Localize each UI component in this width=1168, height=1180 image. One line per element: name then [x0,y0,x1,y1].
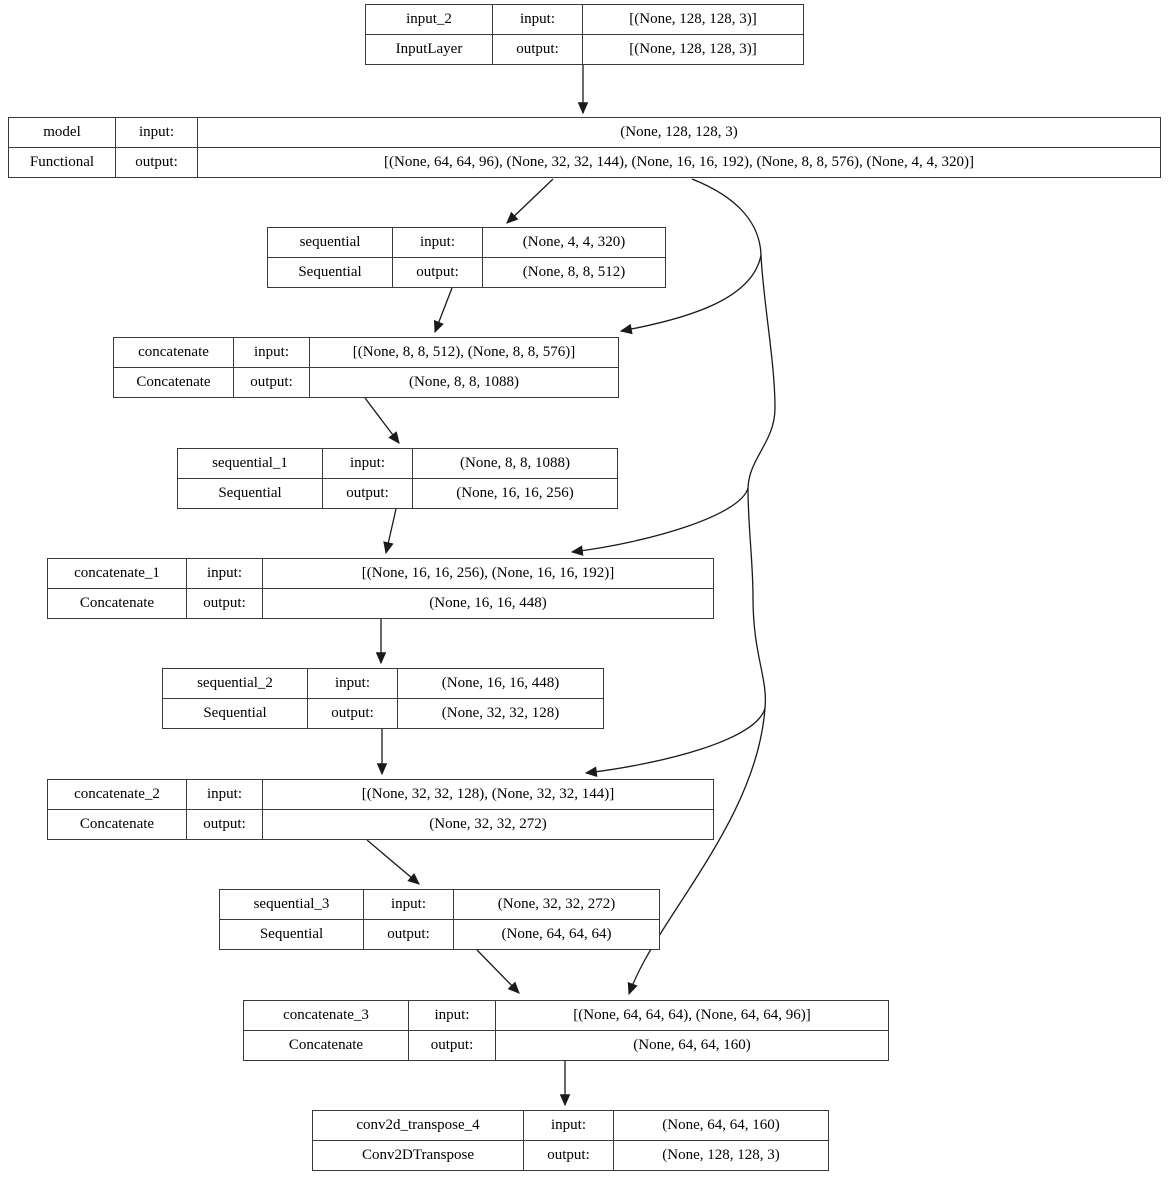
layer-class: Sequential [177,478,323,509]
node-sequential_2: sequential_2 input: (None, 16, 16, 448) … [162,668,604,729]
layer-class: Sequential [219,919,364,950]
input-shape: (None, 4, 4, 320) [482,227,666,258]
layer-name: sequential_1 [177,448,323,479]
layer-name: sequential_2 [162,668,308,699]
layer-name: conv2d_transpose_4 [312,1110,524,1141]
input-label: input: [186,779,263,810]
node-concatenate_1: concatenate_1 input: [(None, 16, 16, 256… [47,558,714,619]
input-label: input: [115,117,198,148]
input-label: input: [523,1110,614,1141]
edge-model-sequential [506,178,554,224]
output-shape: (None, 8, 8, 1088) [309,367,619,398]
output-label: output: [523,1140,614,1171]
input-shape: (None, 32, 32, 272) [453,889,660,920]
node-concatenate_3: concatenate_3 input: [(None, 64, 64, 64)… [243,1000,889,1061]
edge-model-concatenate_3-trunk [627,178,776,996]
edge-concatenate-sequential_1 [364,397,400,444]
edge-sequential_3-concatenate_3 [476,949,520,994]
output-label: output: [186,809,263,840]
output-shape: (None, 8, 8, 512) [482,257,666,288]
output-shape: [(None, 64, 64, 96), (None, 32, 32, 144)… [197,147,1161,178]
output-label: output: [115,147,198,178]
input-label: input: [392,227,483,258]
output-shape: (None, 64, 64, 160) [495,1030,889,1061]
layer-name: sequential [267,227,393,258]
layer-class: Concatenate [113,367,234,398]
output-shape: (None, 16, 16, 256) [412,478,618,509]
layer-name: model [8,117,116,148]
edge-model-concatenate_1 [570,487,749,556]
layer-name: sequential_3 [219,889,364,920]
node-sequential_3: sequential_3 input: (None, 32, 32, 272) … [219,889,660,950]
edge-sequential_1-concatenate_1 [383,508,397,555]
input-shape: (None, 64, 64, 160) [613,1110,829,1141]
output-shape: (None, 32, 32, 272) [262,809,714,840]
output-label: output: [492,34,583,65]
input-shape: [(None, 64, 64, 64), (None, 64, 64, 96)] [495,1000,889,1031]
output-shape: (None, 64, 64, 64) [453,919,660,950]
layer-class: Sequential [162,698,308,729]
layer-name: concatenate [113,337,234,368]
input-shape: [(None, 32, 32, 128), (None, 32, 32, 144… [262,779,714,810]
output-label: output: [363,919,454,950]
node-concatenate_2: concatenate_2 input: [(None, 32, 32, 128… [47,779,714,840]
layer-class: Concatenate [243,1030,409,1061]
layer-class: Functional [8,147,116,178]
output-label: output: [408,1030,496,1061]
output-label: output: [233,367,310,398]
input-label: input: [186,558,263,589]
input-label: input: [408,1000,496,1031]
output-shape: [(None, 128, 128, 3)] [582,34,804,65]
input-label: input: [322,448,413,479]
output-label: output: [186,588,263,619]
layer-name: concatenate_1 [47,558,187,589]
node-sequential: sequential input: (None, 4, 4, 320) Sequ… [267,227,666,288]
input-label: input: [307,668,398,699]
input-label: input: [233,337,310,368]
input-shape: (None, 16, 16, 448) [397,668,604,699]
edge-model-concatenate [619,254,762,335]
node-input_2: input_2 input: [(None, 128, 128, 3)] Inp… [365,4,804,65]
layer-class: Sequential [267,257,393,288]
output-label: output: [392,257,483,288]
layer-name: concatenate_3 [243,1000,409,1031]
input-label: input: [492,4,583,35]
output-shape: (None, 16, 16, 448) [262,588,714,619]
layer-name: input_2 [365,4,493,35]
edge-model-concatenate_2 [584,707,766,777]
node-concatenate: concatenate input: [(None, 8, 8, 512), (… [113,337,619,398]
node-sequential_1: sequential_1 input: (None, 8, 8, 1088) S… [177,448,618,509]
output-label: output: [322,478,413,509]
node-model: model input: (None, 128, 128, 3) Functio… [8,117,1161,178]
input-shape: [(None, 128, 128, 3)] [582,4,804,35]
layer-class: Conv2DTranspose [312,1140,524,1171]
output-label: output: [307,698,398,729]
input-shape: [(None, 16, 16, 256), (None, 16, 16, 192… [262,558,714,589]
edge-concatenate_2-sequential_3 [366,839,420,885]
output-shape: (None, 128, 128, 3) [613,1140,829,1171]
layer-class: Concatenate [47,588,187,619]
layer-class: Concatenate [47,809,187,840]
edge-sequential-concatenate [433,287,453,334]
input-shape: (None, 8, 8, 1088) [412,448,618,479]
node-conv2d_transpose_4: conv2d_transpose_4 input: (None, 64, 64,… [312,1110,829,1171]
input-label: input: [363,889,454,920]
layer-name: concatenate_2 [47,779,187,810]
layer-class: InputLayer [365,34,493,65]
output-shape: (None, 32, 32, 128) [397,698,604,729]
input-shape: (None, 128, 128, 3) [197,117,1161,148]
input-shape: [(None, 8, 8, 512), (None, 8, 8, 576)] [309,337,619,368]
